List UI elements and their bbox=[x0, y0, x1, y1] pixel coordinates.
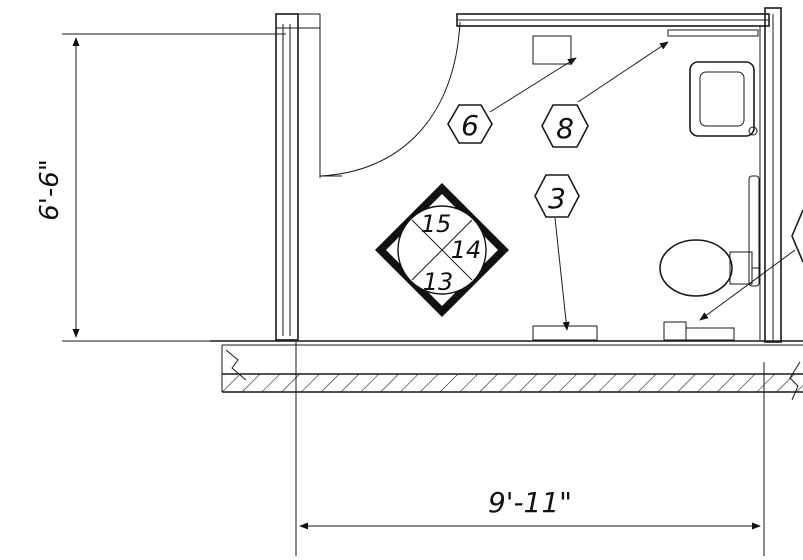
finish-number-top: 15 bbox=[421, 210, 452, 238]
grab-bar bbox=[748, 175, 760, 287]
finish-number-right: 14 bbox=[451, 236, 482, 264]
vertical-dimension-label: 6'-6" bbox=[35, 159, 65, 221]
wall-fixture-top bbox=[532, 35, 572, 65]
lavatory-sink bbox=[689, 61, 758, 137]
horizontal-dimension: 9'-11" bbox=[295, 342, 765, 556]
wall-mirror-bar bbox=[667, 29, 759, 37]
vertical-dimension: 6'-6" bbox=[35, 33, 286, 342]
svg-text:6: 6 bbox=[461, 109, 479, 142]
door-swing bbox=[319, 21, 461, 177]
finish-number-bottom: 13 bbox=[423, 268, 454, 296]
leader-lines bbox=[489, 41, 796, 331]
tag-partial-right bbox=[791, 209, 803, 263]
room-finish-symbol: 15 14 13 bbox=[375, 183, 509, 317]
svg-text:3: 3 bbox=[548, 182, 566, 215]
tag-6: 6 bbox=[447, 104, 493, 144]
wall-outline bbox=[210, 7, 803, 346]
floor-drain-fixtures bbox=[532, 321, 735, 341]
horizontal-dimension-label: 9'-11" bbox=[488, 486, 572, 519]
tag-3: 3 bbox=[534, 174, 580, 218]
toilet bbox=[659, 239, 760, 297]
tag-8: 8 bbox=[541, 104, 589, 148]
svg-text:8: 8 bbox=[556, 112, 574, 145]
exterior-wall-hatch bbox=[221, 345, 803, 401]
